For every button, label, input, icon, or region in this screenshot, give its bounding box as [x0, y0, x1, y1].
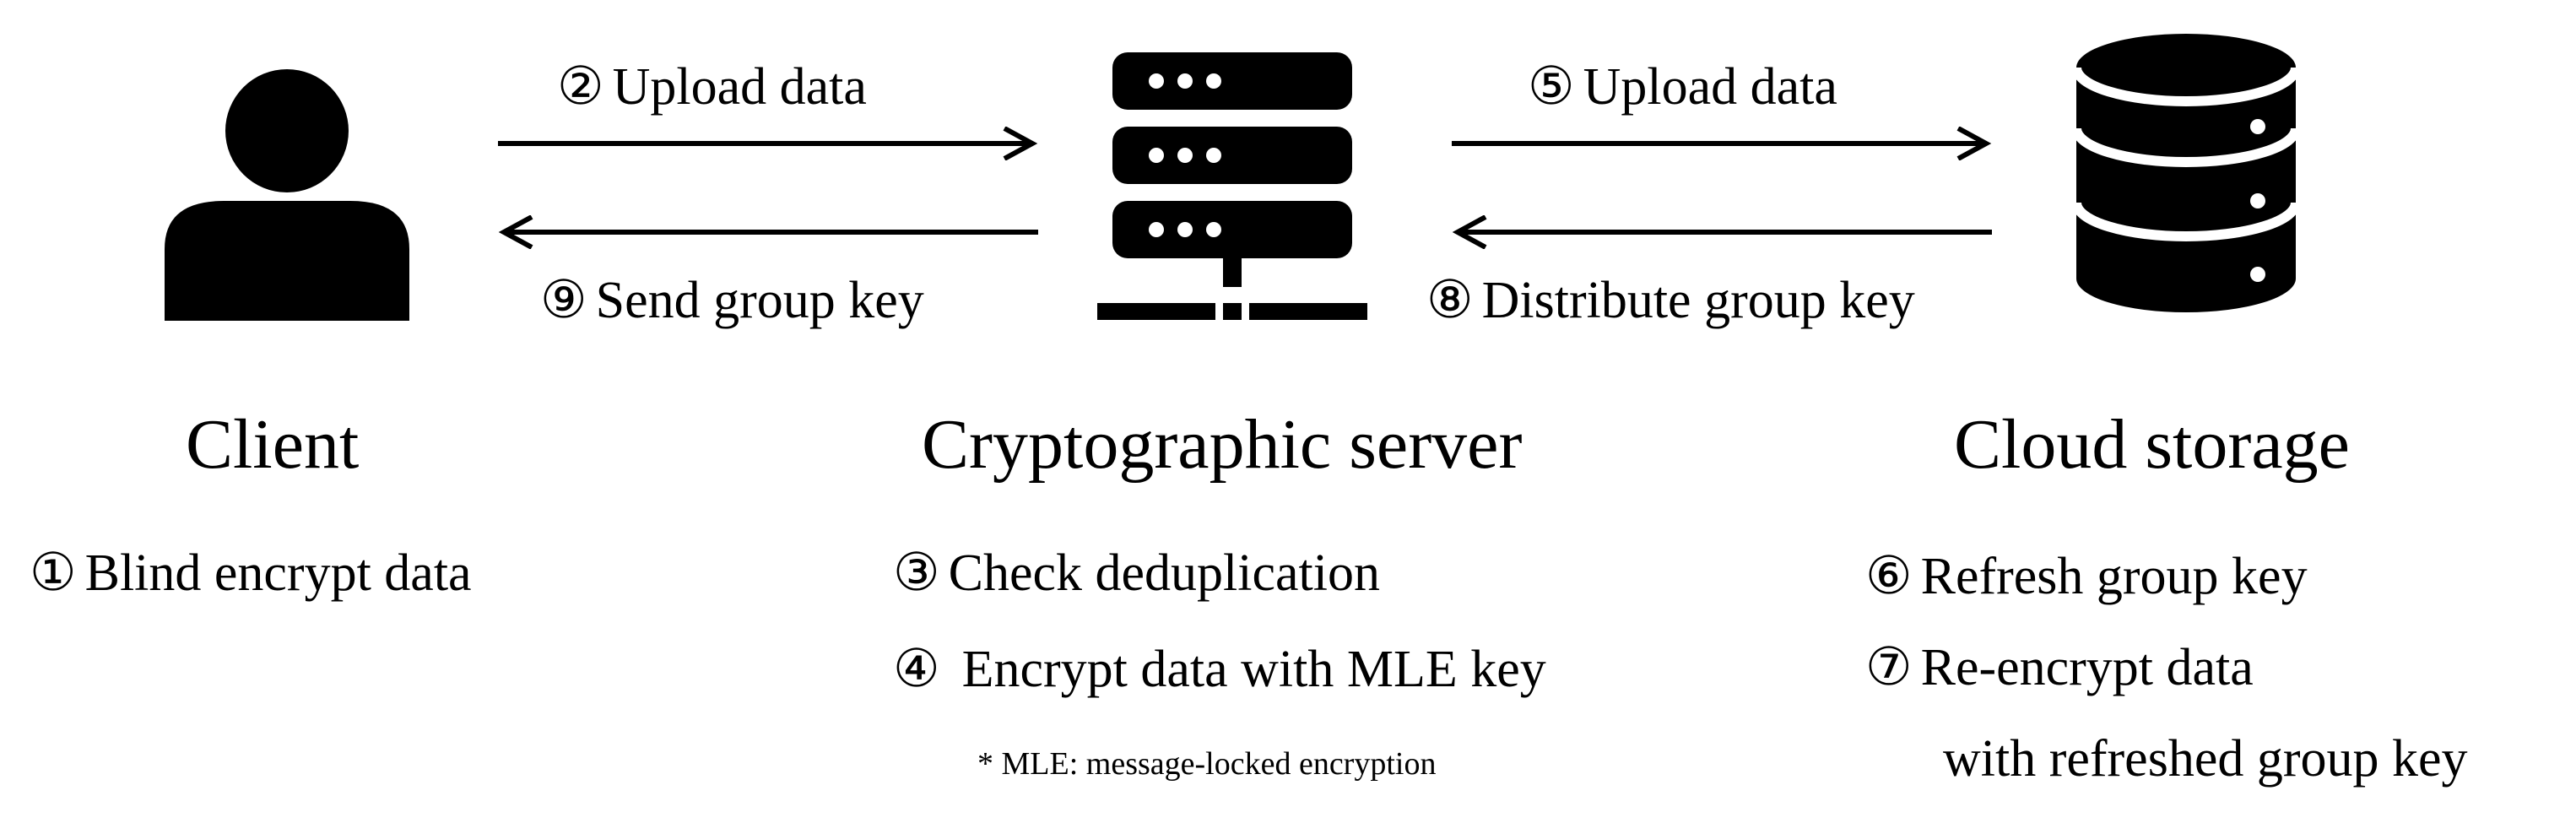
step-number: ③ [893, 544, 940, 602]
mle-footnote: * MLE: message-locked encryption [977, 746, 1437, 782]
step-text: Send group key [595, 272, 924, 329]
arrow-cloud-to-server [1452, 215, 1992, 249]
step-text: Upload data [612, 58, 867, 116]
server-icon [1097, 52, 1367, 320]
arrow-client-to-server [498, 127, 1038, 160]
step-text: Re-encrypt data [1920, 639, 2254, 696]
step-text: Check deduplication [948, 544, 1380, 602]
step-number: ⑥ [1865, 548, 1913, 605]
user-icon [165, 69, 409, 321]
step-number: ⑦ [1865, 639, 1913, 696]
step-text: Upload data [1583, 58, 1837, 116]
client-title: Client [186, 405, 360, 484]
arrow-server-to-cloud [1452, 127, 1992, 160]
server-step-4: ④ Encrypt data with MLE key [893, 643, 1546, 696]
step-text: Encrypt data with MLE key [961, 641, 1546, 698]
step-text: Blind encrypt data [84, 544, 472, 602]
arrow-server-to-client [498, 215, 1038, 249]
step-number: ⑤ [1528, 58, 1575, 116]
step-number: ⑧ [1426, 272, 1474, 329]
database-icon [2076, 34, 2296, 312]
step-number: ② [557, 58, 604, 116]
step-text: Distribute group key [1481, 272, 1915, 329]
step-text: Refresh group key [1920, 548, 2308, 605]
cloud-step-7-continuation: with refreshed group key [1943, 730, 2468, 788]
cloud-title: Cloud storage [1954, 405, 2350, 484]
server-title: Cryptographic server [922, 405, 1523, 484]
step-number: ① [30, 544, 77, 602]
step-number: ④ [893, 641, 940, 698]
step-number: ⑨ [540, 272, 587, 329]
